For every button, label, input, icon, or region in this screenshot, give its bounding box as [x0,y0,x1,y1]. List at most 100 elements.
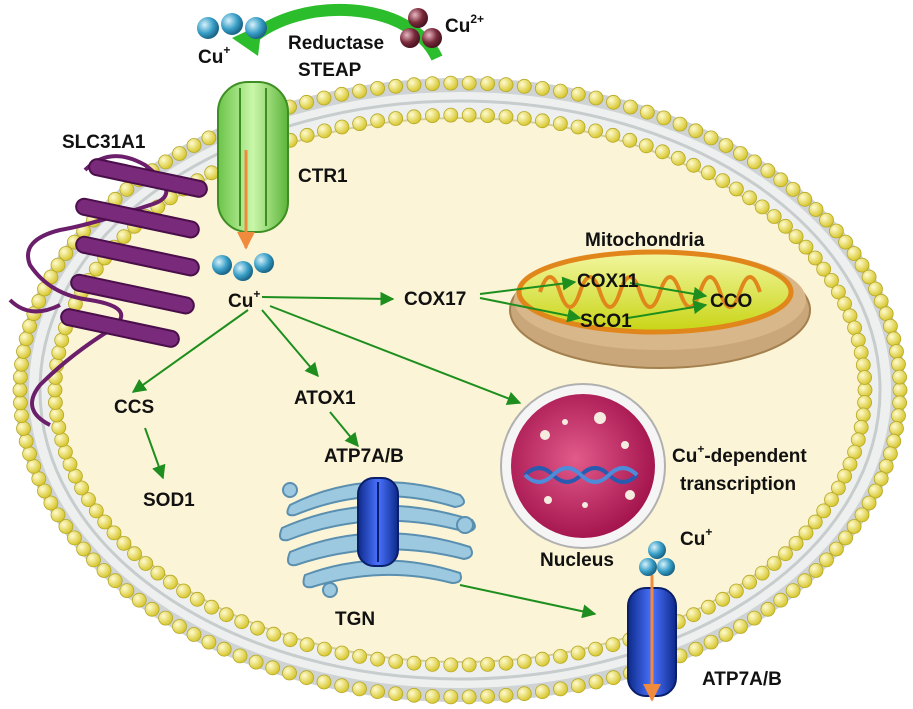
lipid-head [857,395,872,410]
lipid-head [785,181,801,197]
lipid-head [334,86,350,102]
lipid-head [424,108,440,123]
lipid-head [299,637,315,653]
lipid-head [498,687,514,703]
lipid-head [878,458,894,474]
lipid-head [588,90,604,106]
label-cu-plus-export: Cu+ [680,525,712,550]
label-cco: CCO [710,291,752,312]
lipid-head [265,660,281,676]
lipid-head [686,157,701,173]
lipid-head [829,541,844,557]
lipid-head [370,684,386,699]
lipid-head [760,163,776,179]
lipid-head [443,107,459,123]
lipid-head [334,645,350,661]
lipid-head [88,261,104,277]
lipid-head [116,229,132,245]
lipid-head [186,138,202,153]
lipid-head [50,257,66,273]
lipid-head [718,138,734,153]
lipid-head [670,150,686,166]
lipid-head [58,246,74,261]
lipid-head [406,109,422,125]
lipid-head [12,369,28,385]
lipid-head [819,212,834,228]
lipid-head [299,127,315,143]
lipid-head [766,556,782,571]
lipid-head [406,77,422,93]
lipid-head [67,530,82,546]
lipid-head [778,546,793,562]
lipid-head [498,655,514,671]
lipid-head [299,94,315,110]
cu2-outside [400,8,442,48]
lipid-head [829,223,844,239]
lipid-head [461,107,477,123]
lipid-head [733,619,748,634]
lipid-head [334,119,350,135]
lipid-head [58,519,74,534]
label-sco1: SCO1 [580,311,632,332]
lipid-head [334,678,350,694]
lipid-head [605,637,621,653]
lipid-head [388,686,404,702]
lipid-head [424,76,440,91]
lipid-head [892,369,907,385]
lipid-head [516,686,532,702]
lipid-head [461,689,477,705]
lipid-head [119,583,135,598]
lipid-head [606,670,621,686]
lipid-head [218,607,234,623]
lipid-head [96,563,112,578]
lipid-head [189,591,205,607]
lipid-head [352,116,368,131]
lipid-head [886,331,902,347]
lipid-head [266,626,282,642]
lipid-head [688,123,704,139]
slc31a1-helices [60,158,208,348]
pathway-arrows [131,276,708,619]
label-cox17: COX17 [404,289,466,310]
lipid-head [742,574,757,590]
ctr1-transporter [217,81,289,233]
lipid-head [715,173,731,189]
lipid-head [250,620,265,636]
label-cu2-out: Cu2+ [445,12,484,37]
lipid-head [655,144,670,160]
nucleus [500,383,666,549]
lipid-head [588,641,603,657]
lipid-head [878,306,894,322]
lipid-head [798,525,814,541]
lipid-head [824,492,839,508]
lipid-head [388,654,404,669]
lipid-head [824,272,839,288]
lipid-head [424,689,440,704]
lipid-head [480,108,496,123]
lipid-head [352,649,368,664]
cu-plus-export [639,541,675,576]
label-atp7ab-membrane: ATP7A/B [702,669,782,690]
lipid-head [76,541,91,557]
label-cu-plus-center: Cu+ [228,287,260,312]
cu-plus-outside [197,13,267,39]
lipid-head [760,601,776,617]
cu-plus-inside [212,253,274,281]
lipid-head [535,113,550,129]
lipid-head [672,116,688,132]
lipid-head [97,514,113,530]
lipid-head [854,507,870,523]
lipid-head [22,318,38,334]
lipid-head [186,627,202,642]
lipid-head [838,530,853,546]
lipid-head [808,563,824,578]
lipid-head [370,651,386,667]
lipid-head [807,250,823,266]
lipid-head [138,556,154,571]
lipid-head [16,344,31,359]
lipid-head [891,356,906,372]
lipid-head [622,132,638,148]
lipid-head [172,146,187,161]
lipid-head [51,419,67,435]
